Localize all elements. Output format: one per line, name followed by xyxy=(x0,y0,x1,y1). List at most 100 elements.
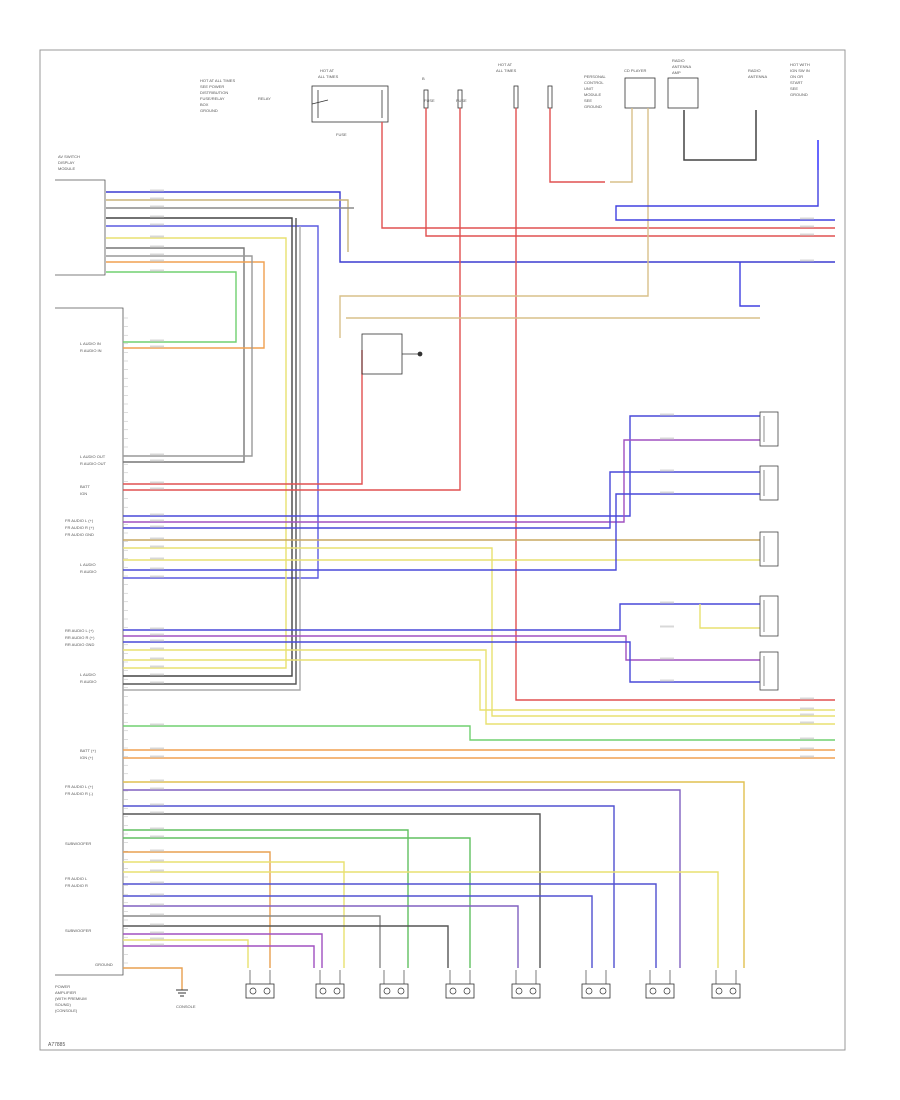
wire-tag xyxy=(800,737,814,740)
wire-tag xyxy=(150,519,164,522)
top-connector xyxy=(624,77,656,109)
wire-tan xyxy=(610,108,633,183)
wire-blue xyxy=(123,805,615,968)
wire-gray xyxy=(123,226,301,691)
svg-text:FR AUDIO R: FR AUDIO R xyxy=(65,883,88,888)
svg-text:R AUDIO IN: R AUDIO IN xyxy=(80,348,102,353)
svg-text:SEE: SEE xyxy=(790,86,798,91)
wire-traces xyxy=(106,108,835,990)
wire-green xyxy=(123,725,835,741)
svg-text:AMP: AMP xyxy=(672,70,681,75)
svg-text:SUBWOOFER: SUBWOOFER xyxy=(65,928,91,933)
svg-text:BATT (+): BATT (+) xyxy=(80,748,97,753)
speaker-connector xyxy=(759,651,779,691)
wire-yellow xyxy=(123,649,835,725)
wire-color-tags xyxy=(150,189,814,946)
wire-yellow xyxy=(123,939,249,968)
speakers xyxy=(245,970,741,999)
svg-text:DISTRIBUTION: DISTRIBUTION xyxy=(200,90,228,95)
wire-blue xyxy=(106,191,835,263)
svg-text:ON OR: ON OR xyxy=(790,74,803,79)
svg-text:FR AUDIO L (+): FR AUDIO L (+) xyxy=(65,784,94,789)
speaker-icon xyxy=(511,970,541,999)
wire-tag xyxy=(150,627,164,630)
connector-pin-labels: L AUDIO IN R AUDIO IN L AUDIO OUT R AUDI… xyxy=(55,341,113,1013)
wire-red xyxy=(425,108,835,237)
wire-tag xyxy=(800,233,814,236)
right-connectors xyxy=(759,411,779,691)
wire-tag xyxy=(150,913,164,916)
svg-text:FUSE: FUSE xyxy=(456,98,467,103)
wire-red xyxy=(123,350,363,485)
svg-text:POWER: POWER xyxy=(55,984,70,989)
antenna-jumper xyxy=(683,110,757,161)
wire-blue xyxy=(739,262,760,307)
wire-tag xyxy=(660,437,674,440)
wire-blue xyxy=(106,225,319,579)
wire-tag xyxy=(660,601,674,604)
wire-tag xyxy=(150,481,164,484)
wire-tag xyxy=(150,923,164,926)
wire-tag xyxy=(150,859,164,862)
wire-tag xyxy=(150,943,164,946)
wire-purple xyxy=(123,933,323,968)
footer-code: A77885 xyxy=(48,1042,65,1048)
wire-green xyxy=(123,829,409,968)
svg-text:FUSE: FUSE xyxy=(424,98,435,103)
svg-text:IGN (+): IGN (+) xyxy=(80,755,94,760)
svg-text:MODULE: MODULE xyxy=(584,92,601,97)
wire-tag xyxy=(150,803,164,806)
wire-tag xyxy=(150,755,164,758)
svg-text:AMPLIFIER: AMPLIFIER xyxy=(55,990,76,995)
svg-text:R AUDIO OUT: R AUDIO OUT xyxy=(80,461,107,466)
wire-tag xyxy=(150,189,164,192)
wire-tag xyxy=(660,625,674,628)
wire-tag xyxy=(150,459,164,462)
wire-tag xyxy=(800,217,814,220)
svg-text:FR AUDIO R (+): FR AUDIO R (+) xyxy=(65,525,95,530)
wire-tag xyxy=(150,811,164,814)
wire-tag xyxy=(150,849,164,852)
wire-yellow xyxy=(123,781,745,968)
svg-text:ANTENNA: ANTENNA xyxy=(748,74,767,79)
ground-caption: CONSOLE xyxy=(176,1004,196,1009)
wire-tag xyxy=(150,787,164,790)
speaker-connector xyxy=(759,595,779,637)
wire-yellow xyxy=(123,871,719,968)
wire-blue xyxy=(123,895,593,968)
wire-tag xyxy=(150,487,164,490)
wire-tag xyxy=(150,223,164,226)
svg-text:ALL TIMES: ALL TIMES xyxy=(318,74,339,79)
speaker-icon xyxy=(379,970,409,999)
svg-text:R AUDIO: R AUDIO xyxy=(80,679,96,684)
wire-black xyxy=(123,813,541,968)
wire-tag xyxy=(660,491,674,494)
svg-text:RR AUDIO L (+): RR AUDIO L (+) xyxy=(65,628,94,633)
svg-text:RADIO: RADIO xyxy=(748,68,761,73)
wire-black xyxy=(106,217,293,677)
wire-tag xyxy=(150,633,164,636)
wire-tag xyxy=(150,779,164,782)
wire-gray xyxy=(106,255,253,457)
wire-tag xyxy=(800,259,814,262)
wire-green xyxy=(106,271,237,343)
svg-text:CONTROL: CONTROL xyxy=(584,80,604,85)
svg-text:(WITH PREMIUM: (WITH PREMIUM xyxy=(55,996,87,1001)
speaker-connector xyxy=(759,465,779,501)
ground-symbol xyxy=(176,989,188,997)
wire-black xyxy=(123,218,297,685)
wire-tag xyxy=(660,469,674,472)
pin-numbers xyxy=(123,317,128,964)
svg-text:RR AUDIO R (+): RR AUDIO R (+) xyxy=(65,635,95,640)
svg-text:SEE POWER: SEE POWER xyxy=(200,84,224,89)
wire-tag xyxy=(150,827,164,830)
speaker-connector xyxy=(759,531,779,567)
wire-gray xyxy=(123,915,381,968)
connector-blocks xyxy=(55,179,124,976)
svg-text:IGN SW IN: IGN SW IN xyxy=(790,68,810,73)
svg-text:GROUND: GROUND xyxy=(200,108,218,113)
top-components xyxy=(311,77,819,170)
wire-red xyxy=(515,108,835,701)
wire-tag xyxy=(150,345,164,348)
